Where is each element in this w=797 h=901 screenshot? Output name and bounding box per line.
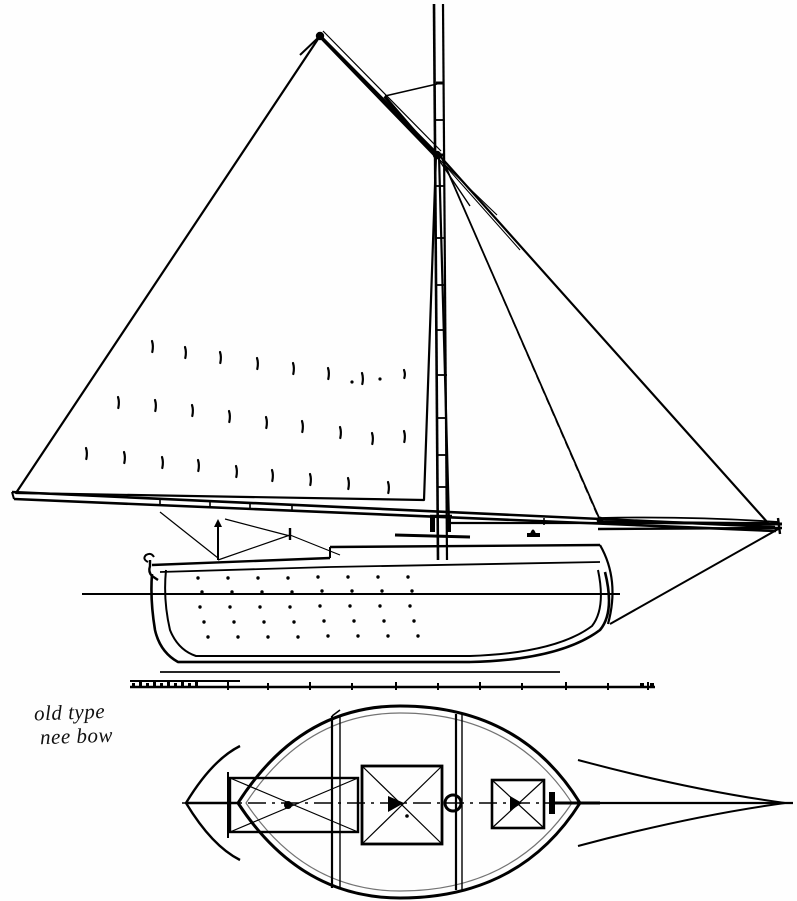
main-hatch bbox=[360, 764, 444, 846]
mast-partner bbox=[443, 793, 463, 813]
deck-fittings bbox=[159, 511, 540, 561]
scale-bar bbox=[130, 671, 655, 690]
bowsprit bbox=[596, 516, 783, 625]
handwritten-line-2: nee bow bbox=[39, 722, 114, 750]
mainsail bbox=[14, 34, 438, 502]
hull-profile bbox=[143, 543, 614, 664]
sail-plan-elevation bbox=[11, 3, 783, 664]
jib-sail bbox=[437, 153, 770, 525]
scale-subdivisions bbox=[132, 682, 654, 688]
deck-plan bbox=[182, 704, 793, 900]
mast bbox=[430, 3, 452, 561]
mainsail-reef-points bbox=[84, 339, 406, 495]
handwritten-line-1: old type bbox=[33, 698, 106, 726]
after-hatch bbox=[227, 772, 360, 838]
boom-spar bbox=[11, 490, 777, 533]
bulkhead-lines bbox=[330, 709, 463, 890]
standing-rigging bbox=[436, 156, 521, 251]
hold-stipple bbox=[196, 575, 420, 639]
fore-hatch bbox=[490, 778, 546, 830]
gaff-rigging bbox=[299, 35, 444, 158]
handwritten-annotation: old type nee bow bbox=[33, 698, 174, 749]
stem-fitting bbox=[549, 792, 600, 814]
